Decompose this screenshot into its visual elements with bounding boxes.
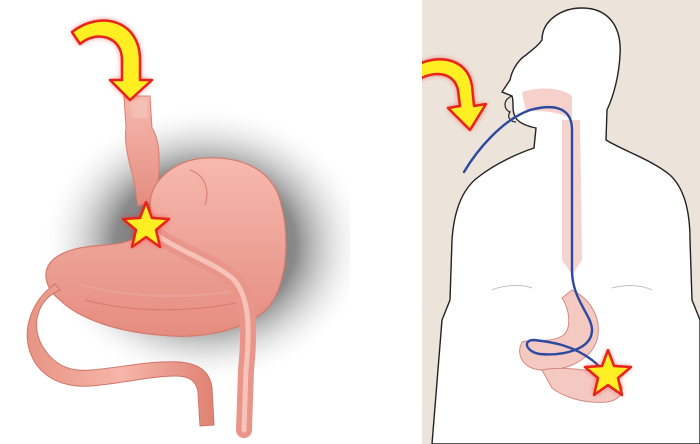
curved-arrow-icon xyxy=(422,59,486,130)
curved-arrow-icon xyxy=(72,21,152,100)
esophagus-highlight xyxy=(130,100,148,118)
body-diagram-panel xyxy=(422,0,700,444)
stomach-illustration xyxy=(0,0,350,444)
stomach-illustration-panel xyxy=(0,0,350,444)
body-diagram xyxy=(422,0,700,444)
